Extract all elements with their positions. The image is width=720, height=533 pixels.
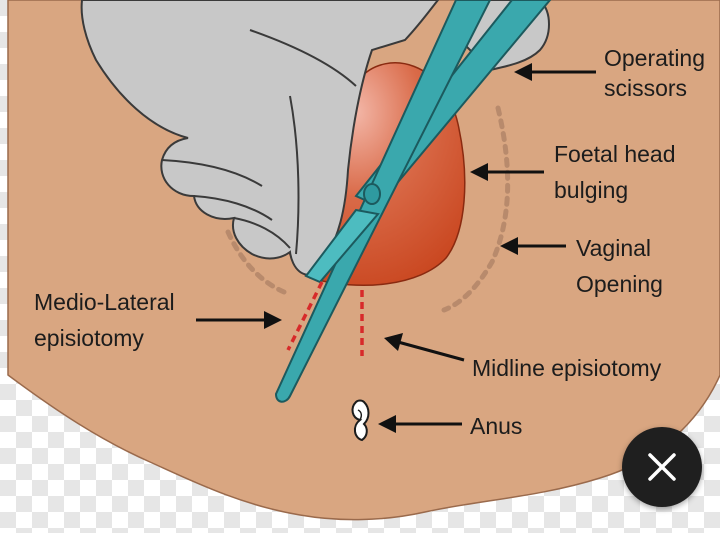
glove-finger-crease-1 [161, 159, 263, 187]
label-vaginal-opening-line2: Opening [576, 271, 663, 297]
arrowhead-operating-scissors [514, 63, 532, 81]
close-button[interactable] [622, 427, 702, 507]
label-operating-scissors-line2: scissors [604, 75, 687, 101]
glove-finger-crease-2 [193, 195, 273, 221]
label-foetal-head-line1: Foetal head [554, 141, 675, 167]
arrowhead-foetal-head [470, 163, 488, 181]
glove-finger-crease-3 [233, 217, 291, 249]
vaginal-opening-outline [225, 229, 287, 295]
scissors-pivot-screw [363, 183, 381, 205]
vaginal-opening-outline-right [441, 105, 511, 313]
medio-lateral-incision [286, 281, 324, 351]
glove-knuckle-crease [249, 29, 357, 87]
label-medio-lateral-line2: episiotomy [34, 325, 144, 351]
glove-thumb-fold [289, 95, 300, 255]
scissors-blade-front [274, 0, 492, 403]
gloved-hand [80, 0, 440, 276]
label-anus: Anus [470, 413, 522, 439]
arrowhead-medio-lateral [264, 311, 282, 329]
arrow-midline [397, 340, 465, 362]
label-vaginal-opening-line1: Vaginal [576, 235, 651, 261]
label-medio-lateral-line1: Medio-Lateral [34, 289, 175, 315]
scissors-lower-blade [304, 208, 380, 284]
label-foetal-head-line2: bulging [554, 177, 628, 203]
arrowhead-anus [378, 415, 396, 433]
anus-symbol [351, 399, 370, 442]
pointer-arrows [196, 63, 596, 433]
label-midline-episiotomy: Midline episiotomy [472, 355, 662, 381]
arrowhead-midline [384, 333, 403, 351]
label-operating-scissors-line1: Operating [604, 45, 705, 71]
arrowhead-vaginal-opening [500, 237, 518, 255]
close-icon [648, 453, 676, 481]
